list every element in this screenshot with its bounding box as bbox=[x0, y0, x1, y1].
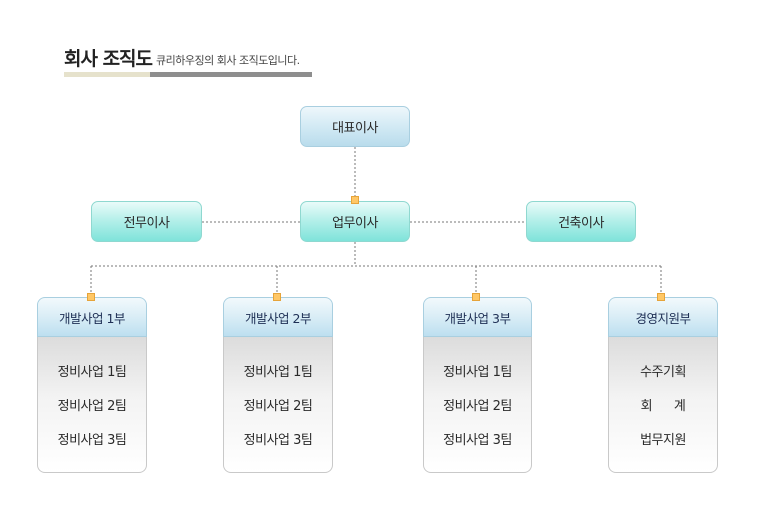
operations-director-box: 업무이사 bbox=[300, 201, 410, 242]
connector-node bbox=[351, 196, 359, 204]
department-1-name: 개발사업 1부 bbox=[59, 310, 125, 326]
department-2-name: 개발사업 2부 bbox=[245, 310, 311, 326]
team-item: 정비사업 1팀 bbox=[243, 365, 313, 380]
team-item: 정비사업 3팀 bbox=[443, 433, 512, 448]
team-item: 수주기획 bbox=[640, 365, 686, 380]
operations-director-label: 업무이사 bbox=[332, 216, 378, 231]
connector-node bbox=[273, 293, 281, 301]
page-header: 회사 조직도 큐리하우징의 회사 조직도입니다. bbox=[64, 44, 300, 71]
department-3-teams: 정비사업 1팀 정비사업 2팀 정비사업 3팀 bbox=[423, 337, 532, 473]
department-3-name: 개발사업 3부 bbox=[444, 310, 511, 326]
department-2-teams: 정비사업 1팀 정비사업 2팀 정비사업 3팀 bbox=[223, 337, 333, 473]
team-item: 회 계 bbox=[640, 399, 686, 414]
connector-node bbox=[472, 293, 480, 301]
executive-director-label: 전무이사 bbox=[123, 216, 170, 231]
team-item: 법무지원 bbox=[640, 433, 686, 448]
department-1-teams: 정비사업 1팀 정비사업 2팀 정비사업 3팀 bbox=[37, 337, 147, 473]
ceo-box: 대표이사 bbox=[300, 106, 410, 147]
department-4-teams: 수주기획 회 계 법무지원 bbox=[608, 337, 718, 473]
department-1-header: 개발사업 1부 bbox=[37, 297, 147, 337]
team-item: 정비사업 1팀 bbox=[57, 365, 127, 380]
page-title: 회사 조직도 bbox=[64, 48, 153, 70]
construction-director-label: 건축이사 bbox=[558, 216, 604, 231]
connector-node bbox=[87, 293, 95, 301]
construction-director-box: 건축이사 bbox=[526, 201, 636, 242]
title-underline-light bbox=[64, 72, 150, 77]
team-item: 정비사업 2팀 bbox=[443, 399, 512, 414]
team-item: 정비사업 2팀 bbox=[243, 399, 313, 414]
team-item: 정비사업 2팀 bbox=[57, 399, 127, 414]
team-item: 정비사업 3팀 bbox=[243, 433, 313, 448]
title-underline bbox=[64, 72, 312, 77]
department-2-header: 개발사업 2부 bbox=[223, 297, 333, 337]
department-4-name: 경영지원부 bbox=[635, 310, 691, 326]
ceo-label: 대표이사 bbox=[332, 121, 378, 136]
connector-node bbox=[657, 293, 665, 301]
page-subtitle: 큐리하우징의 회사 조직도입니다. bbox=[156, 54, 300, 67]
department-4-header: 경영지원부 bbox=[608, 297, 718, 337]
title-underline-dark bbox=[150, 72, 312, 77]
executive-director-box: 전무이사 bbox=[91, 201, 202, 242]
team-item: 정비사업 3팀 bbox=[57, 433, 127, 448]
department-3-header: 개발사업 3부 bbox=[423, 297, 532, 337]
team-item: 정비사업 1팀 bbox=[443, 365, 512, 380]
